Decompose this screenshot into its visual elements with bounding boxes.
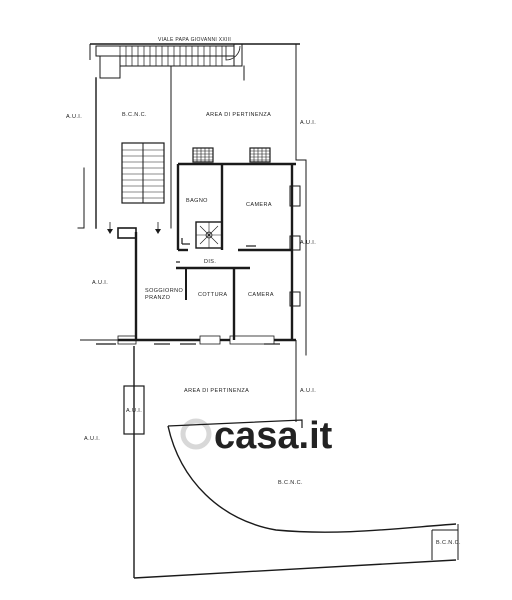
label-aui-right-bottom: A.U.I. [300, 388, 316, 394]
label-bagno: BAGNO [186, 198, 208, 204]
watermark: casa.it [180, 415, 333, 457]
dashes [96, 238, 280, 345]
apartment-walls [117, 162, 296, 342]
lot-lines [80, 339, 459, 579]
label-aui-right-mid: A.U.I. [300, 240, 316, 246]
label-bcnc-top: B.C.N.C. [122, 112, 147, 118]
label-cottura: COTTURA [198, 292, 227, 298]
openings [117, 185, 301, 345]
entrance-stair-steps [119, 46, 223, 66]
label-bcnc-corner: B.C.N.C. [436, 540, 461, 546]
label-area-pertinenza-top: AREA DI PERTINENZA [206, 112, 271, 118]
label-area-pertinenza-bottom: AREA DI PERTINENZA [184, 388, 249, 394]
room-labels: B.C.N.C. AREA DI PERTINENZA A.U.I. A.U.I… [66, 112, 461, 546]
label-camera-1: CAMERA [246, 202, 272, 208]
label-aui-right-top: A.U.I. [300, 120, 316, 126]
label-aui-left-bottom: A.U.I. [84, 436, 100, 442]
label-aui-post: A.U.I. [126, 408, 142, 414]
label-camera-2: CAMERA [248, 292, 274, 298]
label-aui-left-top: A.U.I. [66, 114, 82, 120]
street-frontage: VIALE PAPA GIOVANNI XXIII [89, 37, 300, 79]
label-dis: DIS. [204, 259, 216, 265]
street-label: VIALE PAPA GIOVANNI XXIII [158, 37, 231, 43]
spiral-stair [195, 221, 223, 249]
building-walls [77, 43, 307, 356]
window-grilles [192, 147, 271, 163]
label-aui-left-mid: A.U.I. [92, 280, 108, 286]
stairwell [107, 142, 165, 234]
label-bcnc-bottom: B.C.N.C. [278, 480, 303, 486]
watermark-text: casa.it [214, 415, 333, 457]
